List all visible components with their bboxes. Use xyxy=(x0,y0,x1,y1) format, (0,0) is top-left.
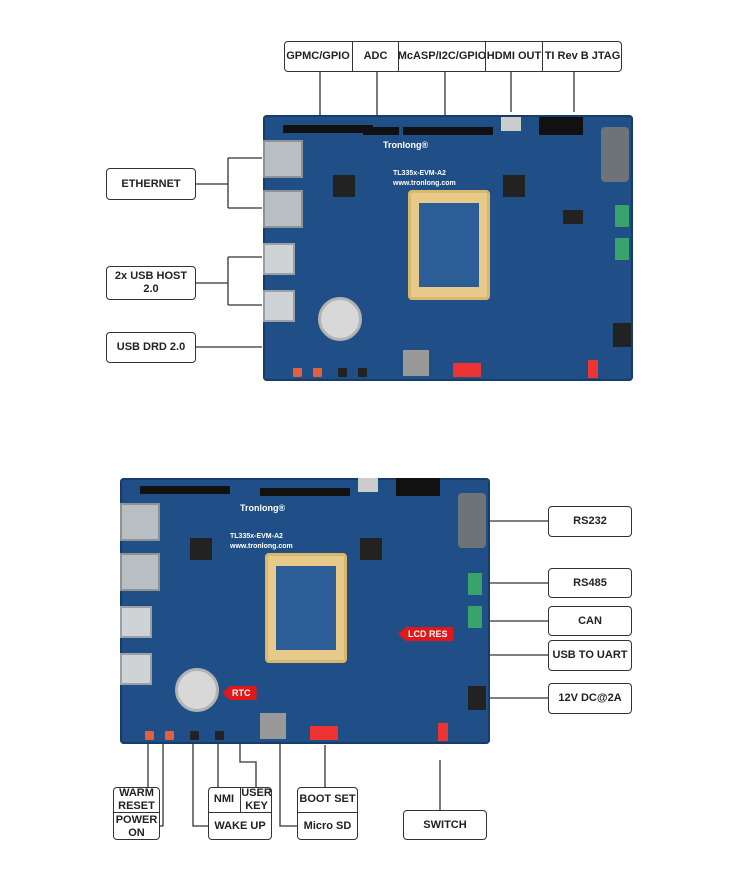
label-switch: SWITCH xyxy=(403,810,487,840)
callout-lcd-res: LCD RES xyxy=(398,627,454,641)
label-can: CAN xyxy=(548,606,632,636)
label-group-reset xyxy=(113,787,160,840)
label-warm-reset: WARM RESET xyxy=(118,786,155,812)
label-nmi: NMI xyxy=(213,793,235,805)
board-brand: Tronlong® xyxy=(383,140,429,150)
label-boot-set: BOOT SET xyxy=(299,793,356,805)
label-usb-host: 2x USB HOST 2.0 xyxy=(106,266,196,300)
label-adc: ADC xyxy=(352,41,398,72)
label-rs232: RS232 xyxy=(548,506,632,537)
label-ethernet: ETHERNET xyxy=(106,168,196,200)
label-gpmc-gpio: GPMC/GPIO xyxy=(286,50,350,62)
board-top-view: Tronlong® TL335x-EVM-A2 www.tronlong.com xyxy=(263,115,633,381)
label-jtag: TI Rev B JTAG xyxy=(542,41,622,72)
label-micro-sd: Micro SD xyxy=(297,812,358,840)
label-mcasp: McASP/I2C/GPIO xyxy=(398,41,486,72)
board-annotated-view: Tronlong® TL335x-EVM-A2 www.tronlong.com xyxy=(120,478,490,744)
board-url: www.tronlong.com xyxy=(393,180,456,187)
label-power-on: POWER ON xyxy=(113,812,160,840)
label-usb-drd: USB DRD 2.0 xyxy=(106,332,196,363)
board-model: TL335x-EVM-A2 xyxy=(393,170,446,177)
label-usb-to-uart: USB TO UART xyxy=(548,640,632,671)
label-group-boot xyxy=(297,787,358,840)
top-label-bar xyxy=(284,41,622,72)
label-wake-up: WAKE UP xyxy=(208,812,272,840)
label-rs485: RS485 xyxy=(548,568,632,598)
label-user-key: USER KEY xyxy=(240,786,272,812)
callout-rtc: RTC xyxy=(222,686,257,700)
label-group-keys xyxy=(208,787,272,840)
label-hdmi-out: HDMI OUT xyxy=(485,41,542,72)
label-12v-dc: 12V DC@2A xyxy=(548,683,632,714)
